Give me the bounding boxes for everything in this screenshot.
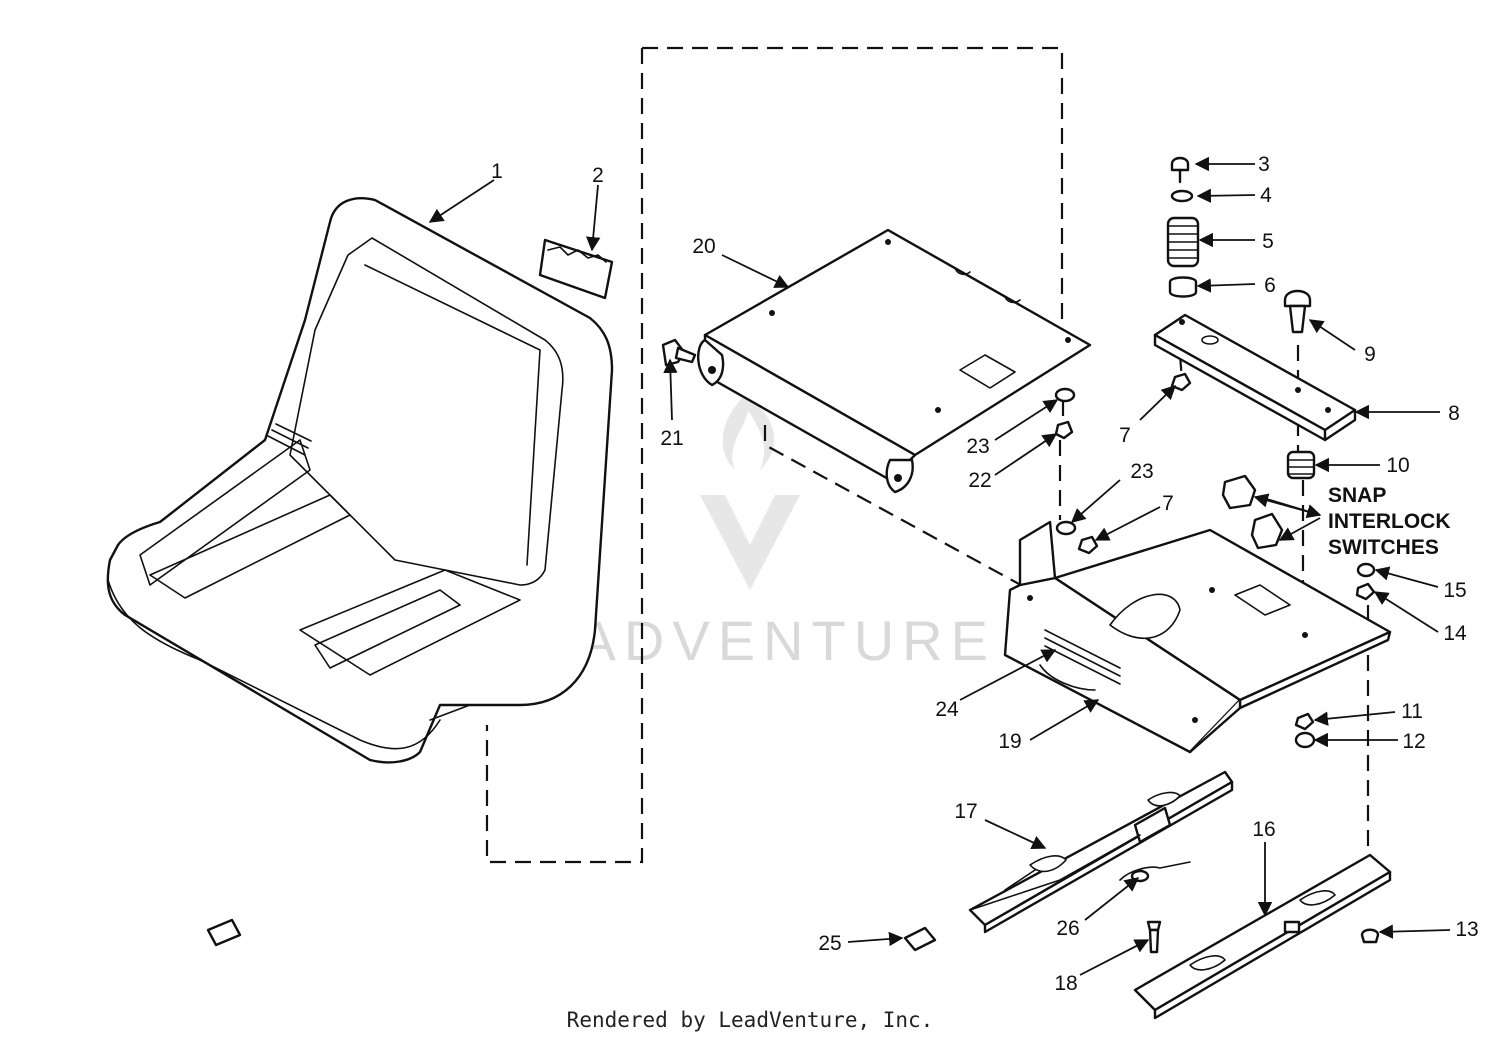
handle-grip-position	[847, 926, 937, 952]
slide-rail	[1133, 853, 1392, 1020]
hardware-nut-washer	[1054, 387, 1076, 440]
footer-credit: Rendered by LeadVenture, Inc.	[566, 1008, 934, 1032]
watermark-logo	[700, 395, 800, 590]
callout-2: 2	[592, 164, 604, 187]
interlock-annotation: SNAP INTERLOCK SWITCHES	[1328, 484, 1451, 559]
seat	[106, 197, 614, 764]
hex-bolt	[1146, 920, 1162, 954]
bracket-plate	[1153, 313, 1357, 442]
callout-5: 5	[1262, 230, 1274, 253]
callout-25: 25	[818, 932, 841, 955]
callout-1: 1	[491, 160, 503, 183]
callout-4: 4	[1260, 184, 1272, 207]
small-hardware	[1294, 562, 1376, 749]
spring-stack	[1166, 156, 1200, 298]
tension-spring	[1119, 861, 1191, 883]
callout-21: 21	[660, 427, 683, 450]
handle-grip	[206, 918, 242, 947]
annotation-line-2: INTERLOCK	[1328, 510, 1451, 533]
callout-23-lower: 23	[1130, 460, 1153, 483]
callout-13: 13	[1455, 918, 1478, 941]
callout-17: 17	[954, 800, 977, 823]
leader-lines	[428, 156, 1451, 976]
bolt	[661, 338, 697, 367]
callout-26: 26	[1056, 917, 1079, 940]
interlock-switches	[1221, 474, 1284, 550]
callout-24: 24	[935, 698, 959, 721]
callout-18: 18	[1054, 972, 1077, 995]
callout-23-upper: 23	[966, 435, 989, 458]
assembly-guide-lines	[485, 46, 1370, 864]
callout-3: 3	[1258, 153, 1270, 176]
nuts	[1055, 372, 1192, 555]
callout-7-upper: 7	[1119, 424, 1131, 447]
bumper	[1286, 450, 1316, 480]
callout-12: 12	[1402, 730, 1425, 753]
callout-11: 11	[1401, 700, 1423, 723]
callout-9: 9	[1364, 343, 1376, 366]
annotation-line-3: SWITCHES	[1328, 536, 1439, 559]
callout-6: 6	[1264, 274, 1276, 297]
callout-8: 8	[1448, 402, 1460, 425]
callout-14: 14	[1443, 622, 1467, 645]
callout-22: 22	[968, 469, 991, 492]
callout-15: 15	[1443, 579, 1466, 602]
slide-rail-latch	[968, 770, 1234, 934]
decal	[538, 238, 614, 300]
seat-pan	[1003, 520, 1392, 754]
screw	[1360, 928, 1380, 944]
seat-plate	[697, 228, 1092, 494]
callout-labels: 1 2 3 4 5 6 7 7 8 9 10 11 12 13 14 15 16…	[491, 153, 1479, 995]
callout-10: 10	[1386, 454, 1409, 477]
callout-16: 16	[1252, 818, 1275, 841]
callout-19: 19	[998, 730, 1021, 753]
carriage-bolt	[1283, 289, 1312, 334]
annotation-line-1: SNAP	[1328, 484, 1386, 507]
callout-7-lower: 7	[1162, 492, 1174, 515]
callout-20: 20	[692, 235, 715, 258]
